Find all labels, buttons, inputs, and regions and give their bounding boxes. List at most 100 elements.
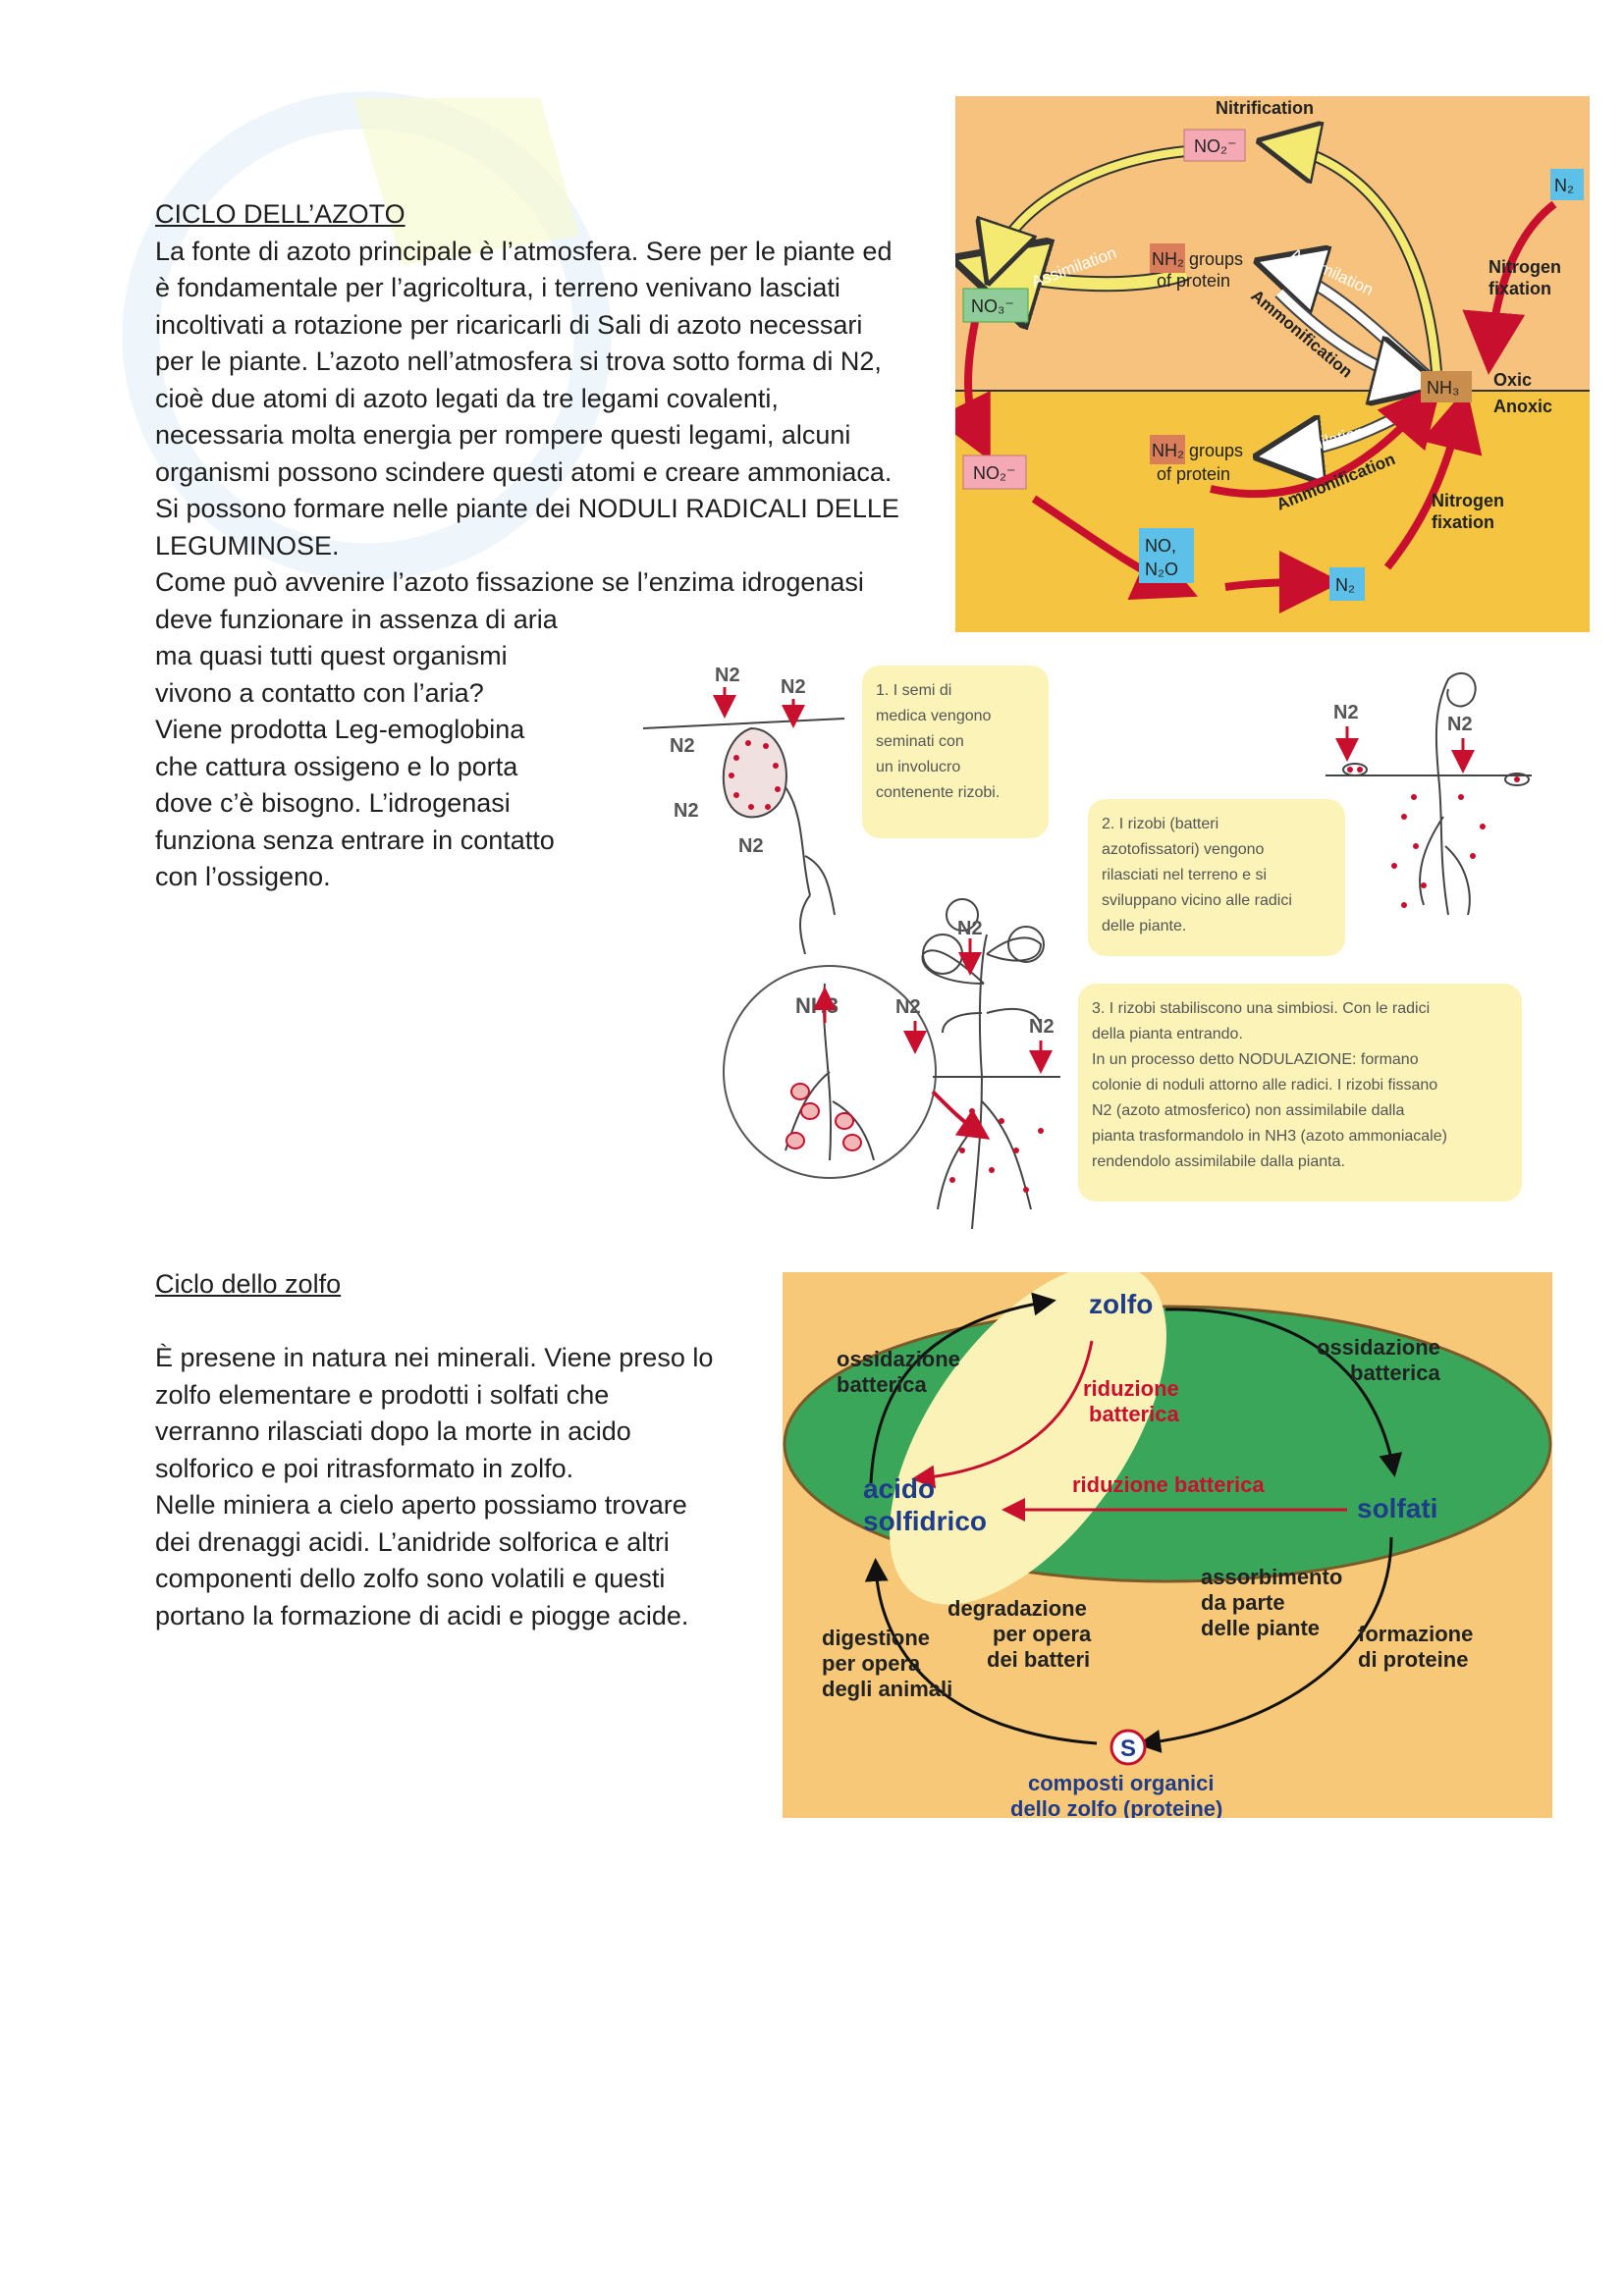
label-of-protein-bottom: of protein xyxy=(1157,464,1230,484)
label-nitrogen-fixation-bottom: Nitrogen xyxy=(1432,491,1504,510)
step2-line-3: rilasciati nel terreno e si xyxy=(1102,867,1267,883)
n2-label-10: N2 xyxy=(1029,1016,1055,1038)
n2-label-3: N2 xyxy=(670,735,695,757)
step3-line-2: della pianta entrando. xyxy=(1092,1026,1243,1042)
sulfur-line-5: Nelle miniera a cielo aperto possiamo tr… xyxy=(155,1490,687,1520)
sulfur-label-composti-2: dello zolfo (proteine) xyxy=(1010,1796,1222,1818)
sprout-scene xyxy=(1326,672,1532,916)
nitrogen-line-12: ma quasi tutti quest organismi xyxy=(155,641,508,670)
step3-line-7: rendendolo assimilabile dalla pianta. xyxy=(1092,1153,1345,1170)
label-oxic: Oxic xyxy=(1493,370,1532,390)
label-no3: NO₃⁻ xyxy=(971,296,1014,316)
n2-label-1: N2 xyxy=(715,665,740,686)
nitrogen-line-8: Si possono formare nelle piante dei NODU… xyxy=(155,494,899,523)
nitrogen-line-5: cioè due atomi di azoto legati da tre le… xyxy=(155,383,779,413)
nitrogen-line-9: LEGUMINOSE. xyxy=(155,530,340,561)
nitrogen-title: CICLO DELL’AZOTO xyxy=(155,199,406,229)
sulfur-label-degradazione-3: dei batteri xyxy=(987,1647,1090,1672)
sulfur-label-batterica-right: batterica xyxy=(1350,1361,1440,1385)
sulfur-label-ossidazione-left: ossidazione xyxy=(837,1347,960,1371)
nitrogen-line-14: Viene prodotta Leg-emoglobina xyxy=(155,715,525,744)
nitrogen-cycle-diagram: Nitrification NO₂⁻ N₂ Nitrogen fixation … xyxy=(955,96,1590,632)
sulfur-title: Ciclo dello zolfo xyxy=(155,1269,342,1299)
sulfur-label-assorbimento-3: delle piante xyxy=(1201,1616,1320,1640)
label-nh2-groups-top: NH₂ groups xyxy=(1152,249,1243,269)
n2-label-6: N2 xyxy=(1333,702,1359,723)
step1-line-3: seminati con xyxy=(876,733,964,750)
nitrogen-line-15: che cattura ossigeno e lo porta xyxy=(155,751,518,781)
sulfur-label-batterica-left: batterica xyxy=(837,1372,927,1397)
nitrogen-line-4: per le piante. L’azoto nell’atmosfera si… xyxy=(155,347,882,376)
nitrogen-text-block: CICLO DELL’AZOTO La fonte di azoto princ… xyxy=(155,196,941,896)
n2-label-4: N2 xyxy=(674,800,699,822)
sulfur-label-acido: acido xyxy=(863,1473,935,1504)
sulfur-label-zolfo: zolfo xyxy=(1089,1289,1153,1319)
sulfur-label-ossidazione-right: ossidazione xyxy=(1317,1335,1440,1360)
sulfur-line-1: È presene in natura nei minerali. Viene … xyxy=(155,1343,714,1372)
label-no2-left: NO₂⁻ xyxy=(973,463,1016,483)
nitrogen-line-10: Come può avvenire l’azoto fissazione se … xyxy=(155,567,864,597)
nitrogen-line-3: incoltivati a rotazione per ricaricarli … xyxy=(155,309,863,340)
nitrogen-line-13: vivono a contatto con l’aria? xyxy=(155,677,484,708)
label-anoxic: Anoxic xyxy=(1493,397,1552,416)
rhizobia-illustration: 1. I semi di medica vengono seminati con… xyxy=(642,665,1532,1230)
step1-line-4: un involucro xyxy=(876,759,960,775)
sulfur-line-8: portano la formazione di acidi e piogge … xyxy=(155,1600,689,1630)
sulfur-line-4: solforico e poi ritrasformato in zolfo. xyxy=(155,1453,574,1483)
sulfur-line-3: verranno rilasciati dopo la morte in aci… xyxy=(155,1416,631,1446)
nitrogen-line-16: dove c’è bisogno. L’idrogenasi xyxy=(155,788,511,818)
label-nitrogen-fixation-bottom-2: fixation xyxy=(1432,512,1494,532)
nitrogen-line-18: con l’ossigeno. xyxy=(155,862,331,891)
nitrogen-line-2: è fondamentale per l’agricoltura, i terr… xyxy=(155,273,840,302)
sulfur-label-formazione-1: formazione xyxy=(1358,1622,1473,1646)
sulfur-label-assorbimento-1: assorbimento xyxy=(1201,1565,1342,1589)
step2-line-1: 2. I rizobi (batteri xyxy=(1102,816,1218,832)
label-of-protein-top: of protein xyxy=(1157,271,1230,291)
label-n2-right: N₂ xyxy=(1554,176,1574,195)
label-nitrogen-fixation-top: Nitrogen xyxy=(1489,257,1561,277)
step1-line-2: medica vengono xyxy=(876,708,992,724)
step3-line-4: colonie di noduli attorno alle radici. I… xyxy=(1092,1077,1437,1094)
mature-plant xyxy=(921,898,1060,1230)
nh3-zoom-label: NH3 xyxy=(795,993,839,1018)
sulfur-label-riduzione-batterica: riduzione batterica xyxy=(1072,1472,1265,1497)
sulfur-line-7: componenti dello zolfo sono volatili e q… xyxy=(155,1564,666,1593)
step1-box xyxy=(862,666,1049,838)
sulfur-text-block: Ciclo dello zolfo È presene in natura ne… xyxy=(155,1266,784,1634)
label-no: NO, xyxy=(1145,536,1176,556)
sulfur-cycle-diagram: zolfo ossidazione batterica ossidazione … xyxy=(783,1272,1552,1818)
step2-line-5: delle piante. xyxy=(1102,918,1186,934)
nitrogen-line-17: funziona senza entrare in contatto xyxy=(155,825,555,855)
nitrogen-line-11: deve funzionare in assenza di aria xyxy=(155,604,558,634)
sulfur-label-assorbimento-2: da parte xyxy=(1201,1590,1285,1615)
step1-line-5: contenente rizobi. xyxy=(876,784,1000,801)
sulfur-label-composti-1: composti organici xyxy=(1028,1771,1214,1795)
n2-label-7: N2 xyxy=(1447,714,1473,735)
step2-line-2: azotofissatori) vengono xyxy=(1102,841,1265,858)
step3-box xyxy=(1078,984,1522,1201)
sulfur-label-batterica-red: batterica xyxy=(1089,1402,1179,1426)
sulfur-label-solfidrico: solfidrico xyxy=(863,1506,987,1536)
nitrogen-line-7: organismi possono scindere questi atomi … xyxy=(155,456,893,487)
sulfur-label-solfati: solfati xyxy=(1357,1493,1437,1523)
sulfur-line-2: zolfo elementare e prodotti i solfati ch… xyxy=(155,1379,610,1410)
nitrogen-line-6: necessaria molta energia per rompere que… xyxy=(155,420,851,450)
n2-label-5: N2 xyxy=(738,835,764,857)
sulfur-highlight-ellipse xyxy=(890,1272,1166,1605)
step3-line-1: 3. I rizobi stabiliscono una simbiosi. C… xyxy=(1092,1000,1430,1017)
n2-labels-seed: N2 N2 N2 N2 N2 xyxy=(670,665,806,857)
nitrogen-line-1: La fonte di azoto principale è l’atmosfe… xyxy=(155,236,893,266)
label-n2o: N₂O xyxy=(1145,560,1178,579)
label-n2-bottom: N₂ xyxy=(1335,575,1355,595)
label-nh3: NH₃ xyxy=(1427,378,1459,398)
step2-box xyxy=(1088,799,1345,956)
step1-line-1: 1. I semi di xyxy=(876,682,951,699)
label-nitrification: Nitrification xyxy=(1216,98,1314,118)
step3-line-6: pianta trasformandolo in NH3 (azoto ammo… xyxy=(1092,1128,1447,1145)
sulfur-label-s: S xyxy=(1120,1735,1136,1762)
sulfur-s-circle xyxy=(1110,1729,1147,1766)
step2-line-4: sviluppano vicino alle radici xyxy=(1102,892,1292,909)
sulfur-label-degradazione-2: per opera xyxy=(993,1622,1092,1646)
sulfur-label-digestione-1: digestione xyxy=(822,1626,930,1650)
sulfur-label-digestione-2: per opera xyxy=(822,1651,921,1676)
